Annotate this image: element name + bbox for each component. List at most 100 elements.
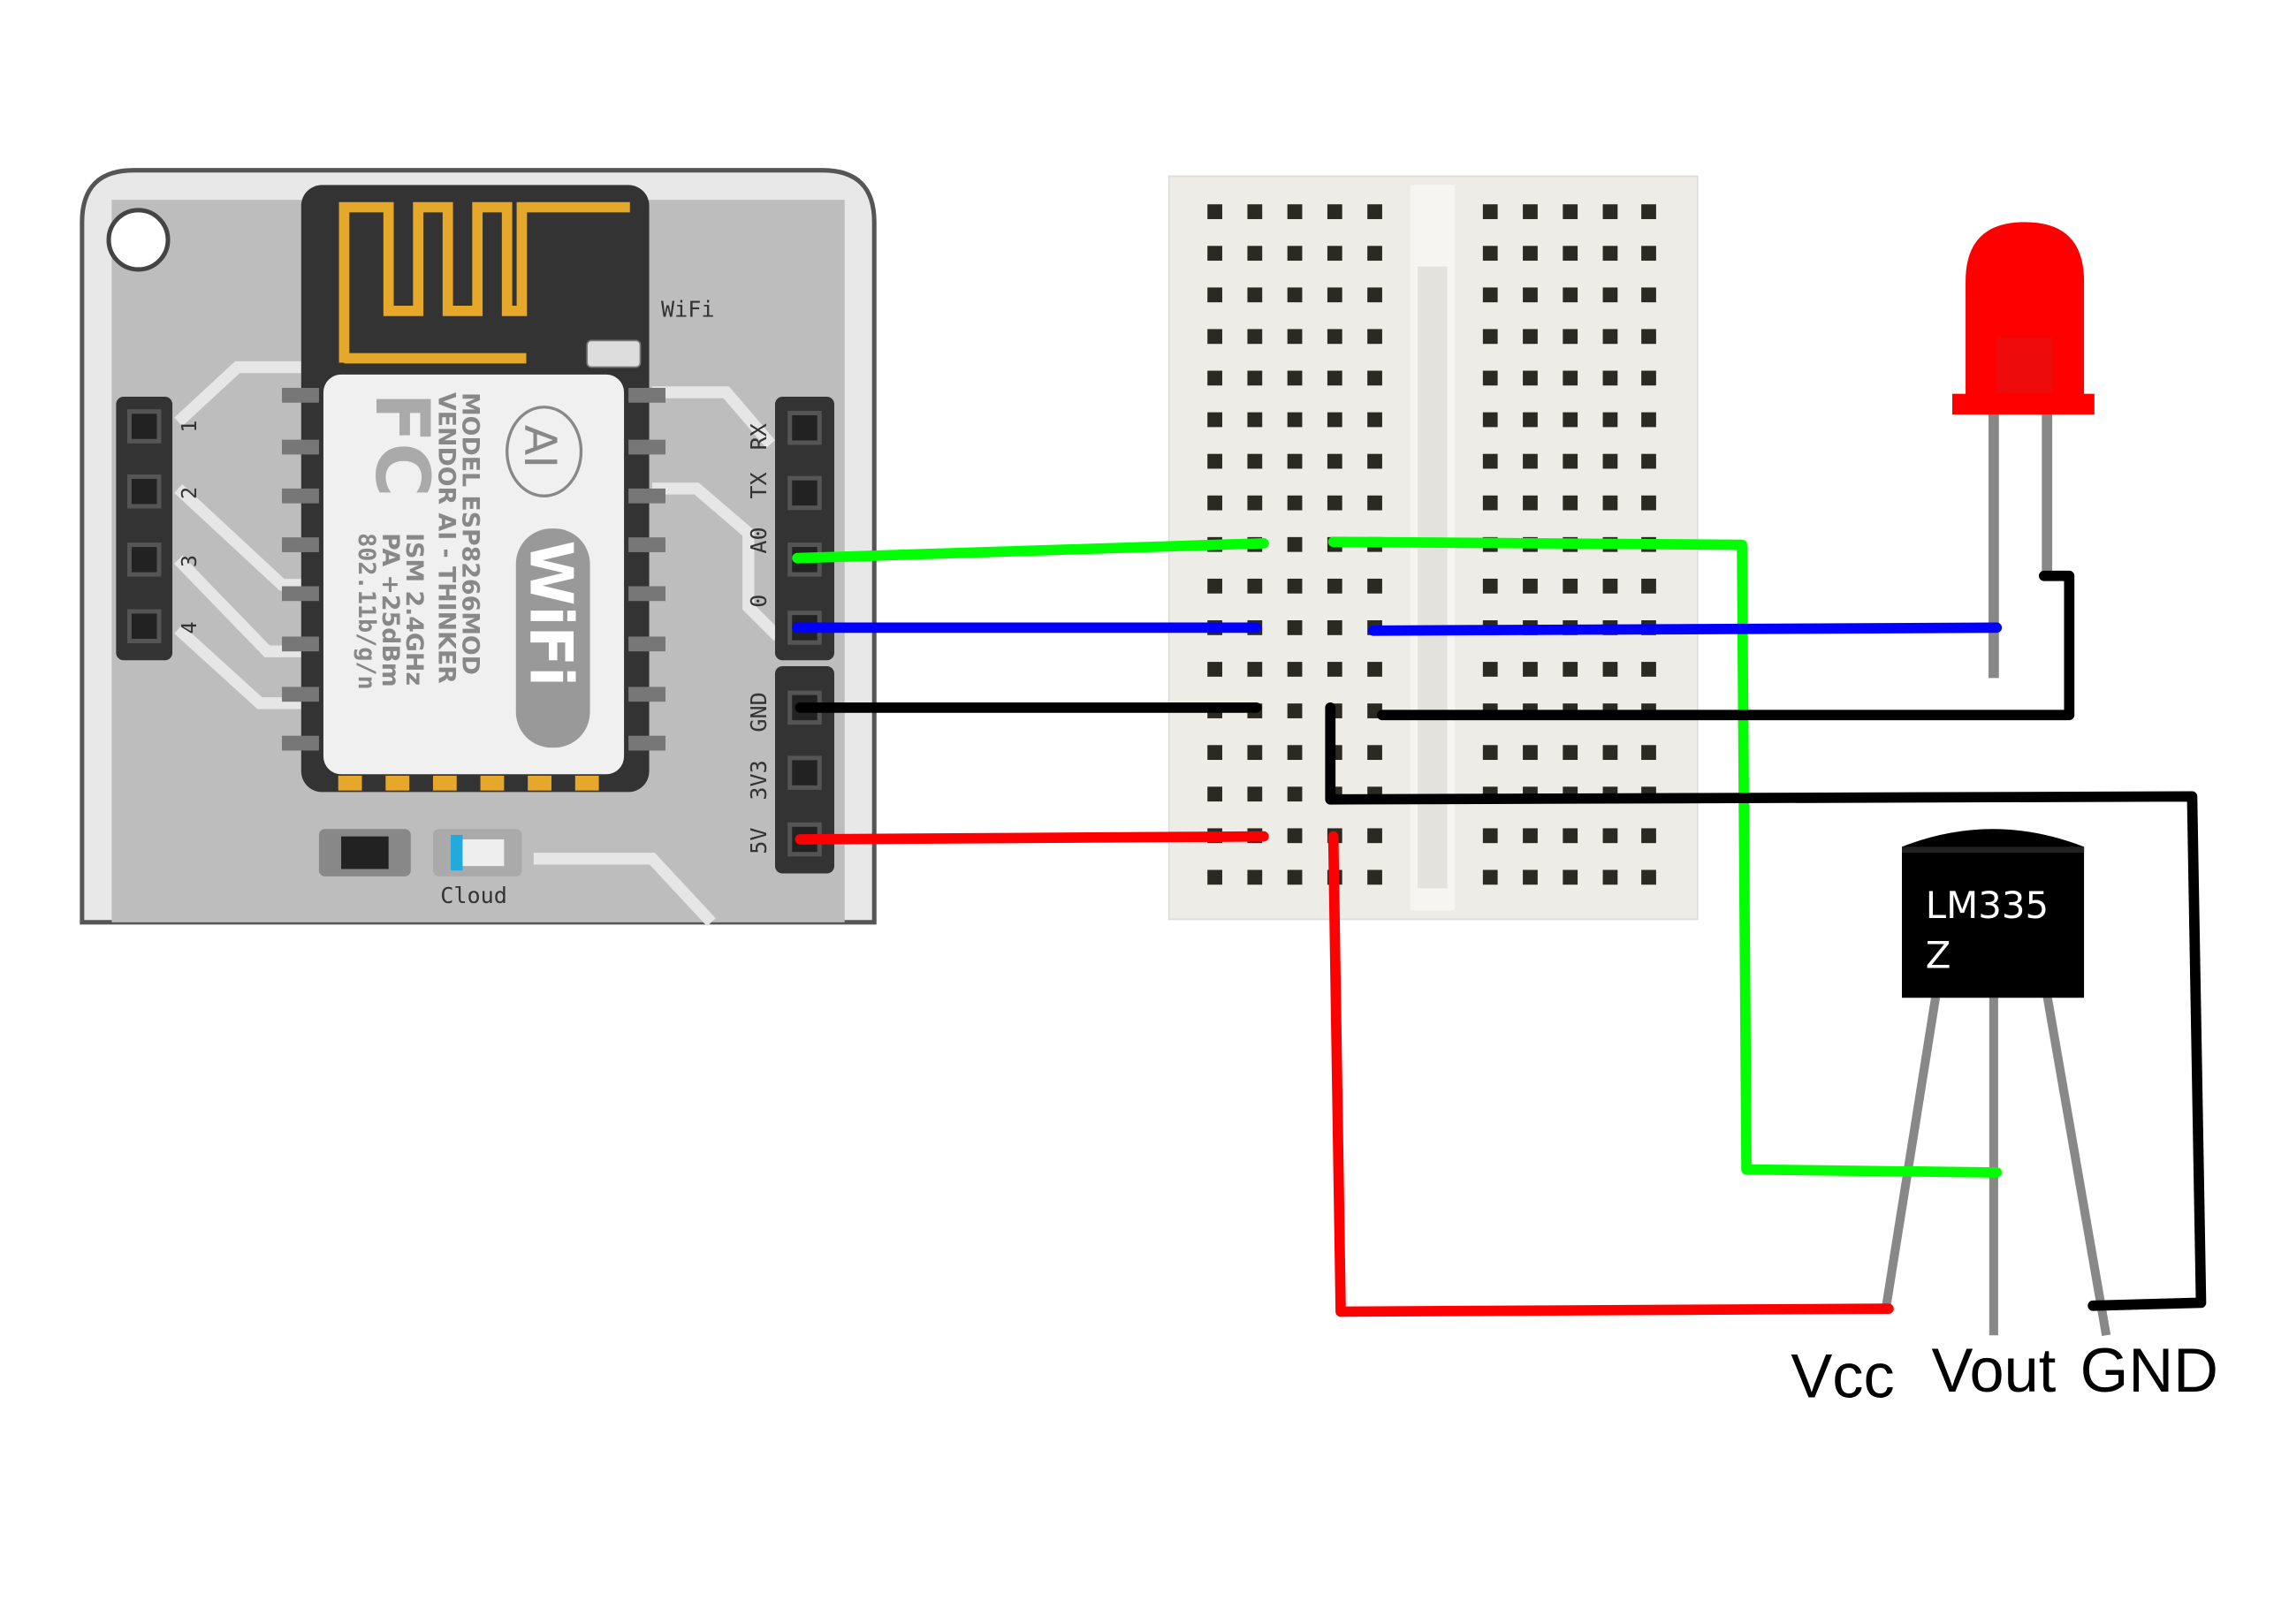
- antenna-trace: [338, 201, 630, 363]
- breadboard-hole: [1482, 204, 1498, 219]
- black-wire-led: [1377, 570, 2075, 721]
- breadboard-hole: [1563, 828, 1578, 844]
- breadboard-hole: [1327, 329, 1342, 345]
- breadboard-hole: [1482, 453, 1498, 469]
- breadboard-hole: [1287, 662, 1303, 677]
- breadboard-hole: [1207, 246, 1222, 262]
- breadboard-hole: [1287, 329, 1303, 345]
- pin-label: 2: [177, 487, 202, 499]
- breadboard-hole: [1287, 578, 1303, 594]
- breadboard-hole: [1563, 869, 1578, 885]
- breadboard-hole: [1287, 246, 1303, 262]
- wifi-logo: WiFi: [517, 541, 586, 687]
- breadboard-hole: [1482, 578, 1498, 594]
- breadboard-hole: [1247, 745, 1263, 761]
- breadboard-hole: [1287, 287, 1303, 303]
- breadboard-hole: [1482, 869, 1498, 885]
- breadboard-hole: [1367, 246, 1382, 262]
- breadboard-hole: [1641, 329, 1656, 345]
- breadboard-hole: [1247, 204, 1263, 219]
- pin-label-vout: Vout: [1931, 1335, 2056, 1405]
- breadboard-hole: [1287, 703, 1303, 718]
- breadboard-hole: [1327, 662, 1342, 677]
- breadboard-hole: [1523, 745, 1538, 761]
- breadboard-hole: [1523, 204, 1538, 219]
- module-line2: VENDOR AI - THINKER: [433, 392, 460, 684]
- breadboard-hole: [1207, 412, 1222, 428]
- breadboard-hole: [1207, 204, 1222, 219]
- breadboard-hole: [1367, 828, 1382, 844]
- breadboard-hole: [1287, 786, 1303, 802]
- breadboard-hole: [1367, 204, 1382, 219]
- pin-label-vcc: Vcc: [1791, 1341, 1894, 1411]
- breadboard-hole: [1563, 453, 1578, 469]
- breadboard-hole: [1482, 745, 1498, 761]
- breadboard-hole: [1367, 869, 1382, 885]
- blue-wire-led: [1367, 622, 2003, 636]
- breadboard-hole: [1602, 828, 1618, 844]
- breadboard-hole: [1207, 786, 1222, 802]
- pin-label: 3: [177, 555, 202, 567]
- breadboard-hole: [1482, 662, 1498, 677]
- breadboard-hole: [1482, 495, 1498, 511]
- cloud-label: Cloud: [440, 883, 507, 908]
- ai-logo: AI: [514, 425, 567, 468]
- breadboard-hole: [1523, 828, 1538, 844]
- breadboard-hole: [1327, 370, 1342, 386]
- breadboard-hole: [1287, 495, 1303, 511]
- breadboard-hole: [1563, 495, 1578, 511]
- breadboard-hole: [1207, 869, 1222, 885]
- breadboard-hole: [1602, 287, 1618, 303]
- breadboard-hole: [1367, 287, 1382, 303]
- breadboard-hole: [1247, 412, 1263, 428]
- breadboard-hole: [1367, 370, 1382, 386]
- breadboard-hole: [1563, 287, 1578, 303]
- breadboard-hole: [1563, 578, 1578, 594]
- breadboard-hole: [1563, 204, 1578, 219]
- pin-label-0: 0: [746, 595, 772, 608]
- pin-label-gnd: GND: [2080, 1335, 2218, 1405]
- breadboard-hole: [1287, 453, 1303, 469]
- breadboard-hole: [1247, 287, 1263, 303]
- breadboard-hole: [1523, 578, 1538, 594]
- sensor-suffix: Z: [1926, 934, 1951, 977]
- breadboard-hole: [1327, 578, 1342, 594]
- pin-label-a0: A0: [746, 527, 772, 553]
- breadboard-hole: [1482, 412, 1498, 428]
- breadboard-hole: [1641, 453, 1656, 469]
- breadboard-hole: [1247, 578, 1263, 594]
- breadboard-hole: [1641, 828, 1656, 844]
- breadboard-hole: [1287, 412, 1303, 428]
- breadboard-hole: [1287, 204, 1303, 219]
- breadboard-hole: [1563, 370, 1578, 386]
- breadboard-hole: [1563, 246, 1578, 262]
- breadboard-hole: [1641, 662, 1656, 677]
- breadboard-hole: [1367, 453, 1382, 469]
- breadboard-hole: [1602, 246, 1618, 262]
- breadboard-hole: [1641, 578, 1656, 594]
- fc-logo: FC: [359, 392, 445, 497]
- breadboard-hole: [1247, 246, 1263, 262]
- red-led: [1951, 222, 2095, 679]
- breadboard-hole: [1523, 329, 1538, 345]
- breadboard-hole: [1247, 869, 1263, 885]
- breadboard-hole: [1247, 453, 1263, 469]
- breadboard-hole: [1523, 453, 1538, 469]
- breadboard-hole: [1602, 578, 1618, 594]
- breadboard-hole: [1287, 620, 1303, 635]
- lm335-sensor: LM335 Z Vcc Vout GND: [1791, 829, 2218, 1411]
- black-wire-sensor-gnd: [1325, 702, 2207, 1311]
- breadboard-hole: [1523, 370, 1538, 386]
- breadboard-hole: [1207, 329, 1222, 345]
- breadboard-hole: [1287, 370, 1303, 386]
- breadboard-hole: [1327, 287, 1342, 303]
- breadboard-hole: [1602, 869, 1618, 885]
- breadboard-hole: [1287, 828, 1303, 844]
- breadboard-hole: [1641, 370, 1656, 386]
- breadboard-hole: [1523, 495, 1538, 511]
- breadboard-hole: [1207, 745, 1222, 761]
- breadboard-hole: [1482, 287, 1498, 303]
- breadboard-hole: [1247, 662, 1263, 677]
- mounting-hole: [106, 208, 171, 272]
- breadboard-hole: [1207, 370, 1222, 386]
